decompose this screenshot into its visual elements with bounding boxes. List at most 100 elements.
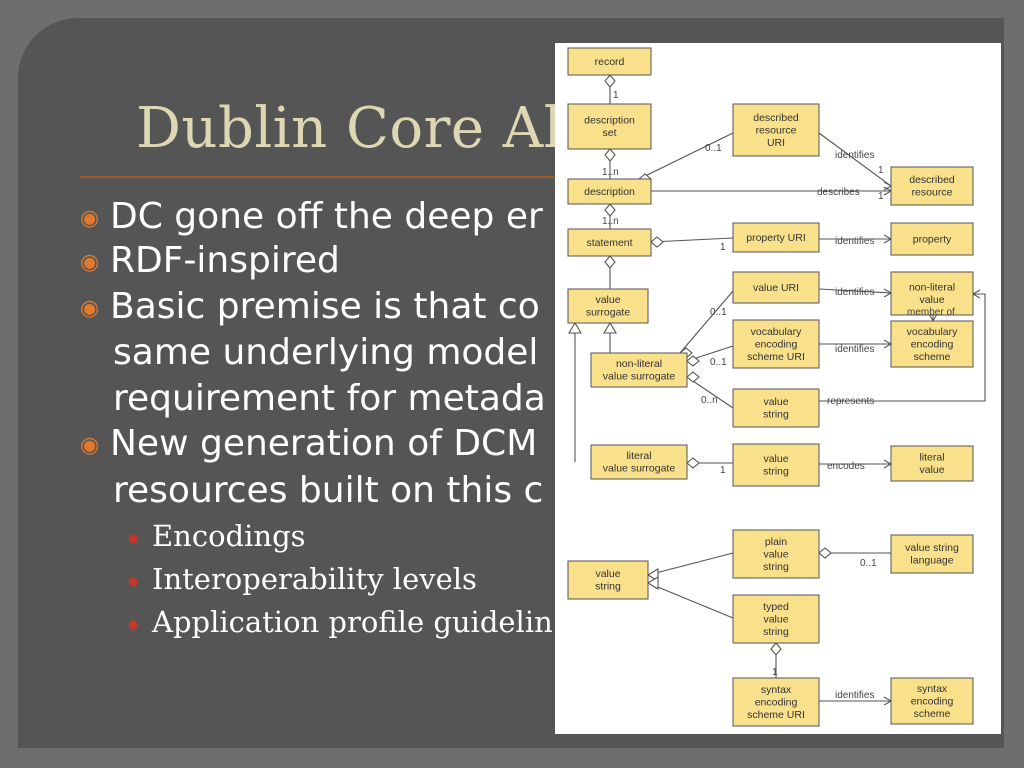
box-label: syntax <box>917 683 948 695</box>
box-label: value <box>919 294 944 306</box>
box-label: statement <box>586 237 632 249</box>
aggregation-diamond-icon <box>686 355 700 367</box>
title-rule <box>80 176 580 178</box>
edge-label: describes <box>817 187 860 198</box>
box-label: string <box>595 581 621 593</box>
connector-line <box>686 376 734 409</box>
aggregation-diamond-icon <box>818 547 832 559</box>
box-label: scheme <box>914 708 951 720</box>
box-label: literal <box>626 450 651 462</box>
box-label: non-literal <box>909 282 955 294</box>
edge-label: 0..1 <box>705 143 722 154</box>
edge-label: 1..n <box>602 216 619 227</box>
box-label: value <box>763 613 788 625</box>
dcam-diagram-svg: recorddescriptionsetdescribedresourceURI… <box>567 47 986 727</box>
subbullet-3: ●Application profile guidelin <box>128 605 553 639</box>
edge-label: 0..1 <box>710 357 727 368</box>
edge-label: encodes <box>827 461 865 472</box>
bullet-4: ◉New generation of DCM <box>80 423 537 464</box>
box-label: vocabulary <box>907 326 959 338</box>
box-label: property URI <box>746 232 806 244</box>
box-label: resource <box>756 124 797 136</box>
box-label: non-literal <box>616 358 662 370</box>
edge-label: 1 <box>878 165 884 176</box>
box-label: value <box>595 294 620 306</box>
description-to-resource-uri-line <box>638 132 734 180</box>
box-label: language <box>910 555 953 567</box>
bullet-3-line-2: same underlying model <box>113 332 539 373</box>
box-label: scheme URI <box>747 709 805 721</box>
bullet-2-text: RDF-inspired <box>110 240 340 281</box>
box-property: property <box>890 222 974 256</box>
aggregation-diamond-icon <box>650 236 664 248</box>
bullet-icon: ◉ <box>80 249 100 275</box>
aggregation-diamond-icon <box>686 371 700 383</box>
edge-label: 1 <box>878 191 884 202</box>
box-label: described <box>909 174 955 186</box>
box-statement: statement <box>567 228 652 257</box>
connector-line <box>818 288 892 294</box>
subbullet-dot-icon: ● <box>128 574 139 588</box>
edge-label: identifies <box>835 287 874 298</box>
edge-label: member of <box>907 307 955 318</box>
generalization-triangle-icon <box>568 321 582 334</box>
generalization-triangle-icon <box>603 321 617 334</box>
connector-line <box>818 132 892 187</box>
box-label: scheme <box>914 351 951 363</box>
edge-label: 0..1 <box>860 558 877 569</box>
bullet-icon: ◉ <box>80 432 100 458</box>
subbullet-dot-icon: ● <box>128 531 139 545</box>
box-label: string <box>763 626 789 638</box>
box-label: value surrogate <box>603 463 676 475</box>
subbullet-2-text: Interoperability levels <box>152 562 477 596</box>
box-value-uri: value URI <box>732 271 820 304</box>
box-label: record <box>595 56 625 68</box>
box-label: set <box>602 127 616 139</box>
box-label: encoding <box>911 338 954 350</box>
bullet-1: ◉DC gone off the deep er <box>80 196 543 237</box>
edge-label: 0..1 <box>710 307 727 318</box>
aggregation-diamond-icon <box>686 457 700 469</box>
box-label: encoding <box>911 695 954 707</box>
edge-label: identifies <box>835 236 874 247</box>
box-label: value <box>763 453 788 465</box>
connector-line <box>819 293 986 402</box>
box-label: URI <box>767 137 785 149</box>
bullet-2: ◉ RDF-inspired <box>80 240 340 281</box>
bullet-icon: ◉ <box>80 295 100 321</box>
subbullet-1: ● Encodings <box>128 519 306 553</box>
box-label: surrogate <box>586 307 631 319</box>
aggregation-diamond-icon <box>604 255 616 269</box>
edge-label: identifies <box>835 150 874 161</box>
box-label: literal <box>919 452 944 464</box>
bullet-3-line-3: requirement for metada <box>113 378 546 419</box>
box-label: described <box>753 112 799 124</box>
box-label: scheme URI <box>747 351 805 363</box>
aggregation-diamond-icon <box>604 148 616 162</box>
subbullet-1-text: Encodings <box>152 519 306 553</box>
box-property-uri: property URI <box>732 222 820 253</box>
connector-line <box>650 237 734 243</box>
bullet-4-line-2: resources built on this c <box>113 470 544 511</box>
box-label: description <box>584 115 635 127</box>
edge-label: identifies <box>835 344 874 355</box>
aggregation-diamond-icon <box>604 203 616 217</box>
box-label: value <box>763 548 788 560</box>
box-label: value <box>595 568 620 580</box>
connector-line <box>679 290 734 354</box>
subbullet-2: ● Interoperability levels <box>128 562 477 596</box>
box-label: value <box>919 464 944 476</box>
